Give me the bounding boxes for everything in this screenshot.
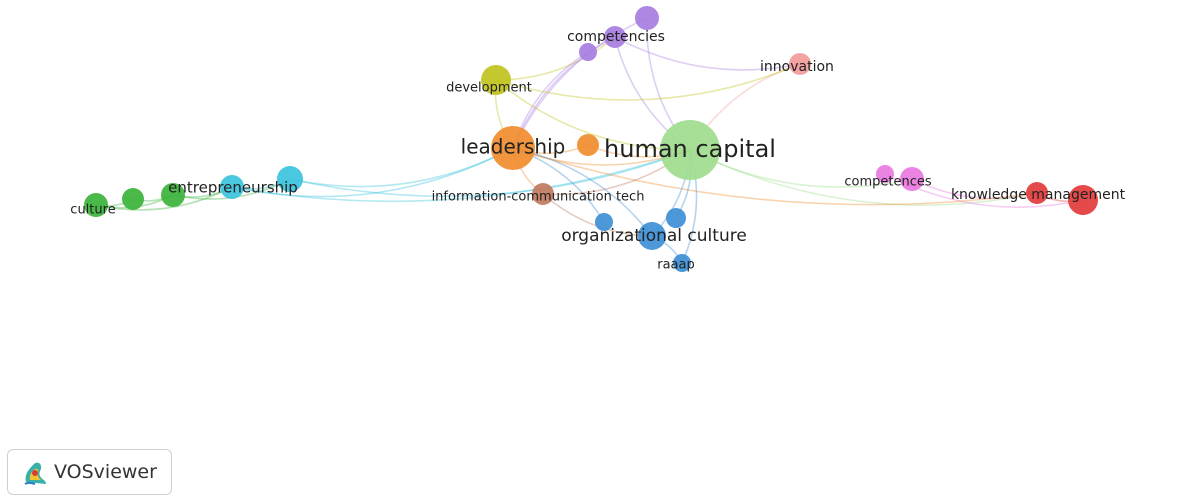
node-green-3[interactable] bbox=[161, 183, 185, 207]
node-entrepreneurship[interactable] bbox=[220, 175, 244, 199]
vosviewer-logo-badge[interactable]: VOSviewer bbox=[7, 449, 172, 495]
node-label-organizational-culture: organizational culture bbox=[561, 226, 747, 246]
node-label-culture: culture bbox=[70, 203, 115, 218]
node-blue-1[interactable] bbox=[595, 213, 613, 231]
node-purple-top[interactable] bbox=[635, 6, 659, 30]
node-development[interactable] bbox=[481, 65, 511, 95]
link-purple-top-leadership bbox=[512, 17, 648, 149]
node-label-knowledge-management: knowledge management bbox=[951, 187, 1126, 203]
node-label-raaap: raaap bbox=[657, 258, 695, 273]
link-cyan-right-leadership bbox=[289, 147, 514, 188]
node-label-innovation: innovation bbox=[760, 59, 834, 75]
link-leadership-knowledge-management bbox=[512, 147, 1038, 206]
node-blue-2[interactable] bbox=[666, 208, 686, 228]
node-innovation[interactable] bbox=[789, 53, 811, 75]
node-human-capital[interactable] bbox=[660, 120, 720, 180]
link-competences-knowledge-management bbox=[911, 178, 1038, 200]
node-label-entrepreneurship: entrepreneurship bbox=[168, 179, 298, 197]
node-label-human-capital: human capital bbox=[604, 135, 776, 163]
link-development-innovation bbox=[495, 63, 801, 101]
link-entrepreneurship-leadership bbox=[231, 147, 514, 198]
node-label-competencies: competencies bbox=[567, 29, 665, 45]
node-ict[interactable] bbox=[532, 183, 554, 205]
node-red-small[interactable] bbox=[1068, 185, 1098, 215]
node-label-competences: competences bbox=[844, 175, 931, 190]
node-raaap[interactable] bbox=[673, 254, 691, 272]
node-label-development: development bbox=[446, 81, 532, 96]
node-leadership[interactable] bbox=[491, 126, 535, 170]
node-label-ict: information-communication tech bbox=[432, 190, 645, 205]
node-green-2[interactable] bbox=[122, 188, 144, 210]
node-competences[interactable] bbox=[900, 167, 924, 191]
node-pink-2[interactable] bbox=[876, 165, 894, 183]
node-organizational-culture[interactable] bbox=[638, 222, 666, 250]
node-label-leadership: leadership bbox=[461, 135, 566, 159]
node-culture[interactable] bbox=[84, 193, 108, 217]
label-layer: human capital leadership development compet… bbox=[70, 29, 1125, 273]
node-orange-small[interactable] bbox=[577, 134, 599, 156]
link-culture-entrepreneurship bbox=[95, 186, 233, 211]
link-entrepreneurship-human-capital bbox=[231, 149, 691, 203]
link-competencies-innovation bbox=[614, 36, 801, 71]
vosviewer-label: VOSviewer bbox=[54, 461, 157, 483]
link-cyan-right-human-capital bbox=[289, 149, 691, 197]
vosviewer-logo-icon bbox=[24, 462, 46, 485]
node-layer bbox=[84, 6, 1098, 272]
node-competencies[interactable] bbox=[604, 26, 626, 48]
link-human-capital-knowledge-management bbox=[689, 149, 1038, 206]
node-cyan-right[interactable] bbox=[277, 166, 303, 192]
node-knowledge-management[interactable] bbox=[1026, 182, 1048, 204]
node-purple-small[interactable] bbox=[579, 43, 597, 61]
